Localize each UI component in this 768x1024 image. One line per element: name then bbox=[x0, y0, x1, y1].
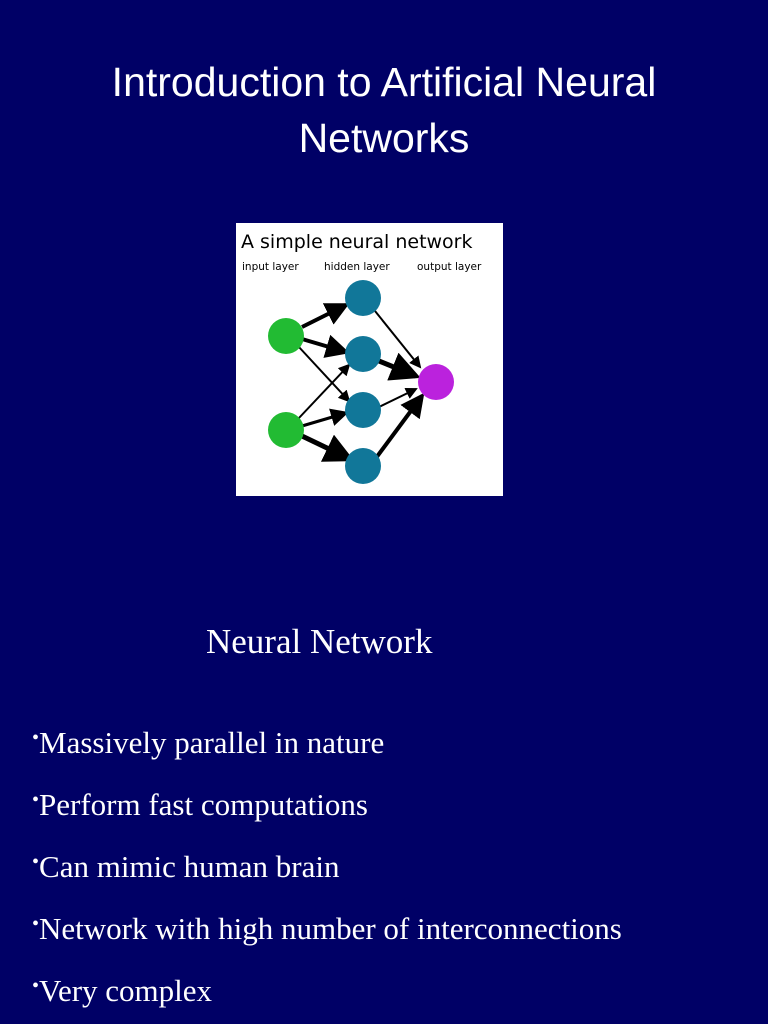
edge-h1-o bbox=[374, 310, 422, 369]
hidden-layer-label: hidden layer bbox=[324, 261, 390, 273]
output-layer-label: output layer bbox=[417, 261, 482, 273]
slide-title-line-1: Introduction to Artificial Neural bbox=[111, 59, 657, 105]
output-node bbox=[418, 364, 454, 400]
edge-i2-h4 bbox=[300, 433, 355, 462]
neural-network-diagram: A simple neural network input layer hidd… bbox=[236, 223, 503, 496]
edge-i1-h1 bbox=[301, 303, 350, 329]
bullet-item: •Can mimic human brain bbox=[32, 837, 622, 899]
bullet-text: Massively parallel in nature bbox=[39, 725, 385, 760]
diagram-title: A simple neural network bbox=[241, 231, 473, 253]
edge-h2-o bbox=[378, 352, 421, 381]
hidden-node-3 bbox=[345, 392, 381, 428]
edge-i2-h2 bbox=[297, 363, 351, 420]
neural-network-svg: A simple neural network input layer hidd… bbox=[241, 231, 482, 484]
hidden-node-4 bbox=[345, 448, 381, 484]
bullet-item: •Network with high number of interconnec… bbox=[32, 899, 622, 961]
edge-i2-h3 bbox=[301, 408, 349, 428]
input-node-2 bbox=[268, 412, 304, 448]
bullet-item: •Massively parallel in nature bbox=[32, 713, 622, 775]
slide-title-line-2: Networks bbox=[298, 115, 470, 161]
slide-title: Introduction to Artificial Neural Networ… bbox=[30, 54, 738, 166]
bullet-list: •Massively parallel in nature •Perform f… bbox=[32, 713, 622, 1023]
bullet-text: Can mimic human brain bbox=[39, 849, 340, 884]
input-node-1 bbox=[268, 318, 304, 354]
edge-i1-h3 bbox=[297, 345, 351, 403]
input-layer-label: input layer bbox=[242, 261, 299, 273]
edge-h3-o bbox=[378, 387, 418, 408]
bullet-item: •Perform fast computations bbox=[32, 775, 622, 837]
bullet-marker: • bbox=[32, 913, 40, 935]
bullet-marker: • bbox=[32, 975, 40, 997]
bullet-item: •Very complex bbox=[32, 961, 622, 1023]
slide-subtitle: Neural Network bbox=[206, 622, 433, 661]
hidden-node-2 bbox=[345, 336, 381, 372]
bullet-text: Perform fast computations bbox=[39, 787, 368, 822]
bullet-text: Network with high number of interconnect… bbox=[39, 911, 622, 946]
bullet-marker: • bbox=[32, 851, 40, 873]
bullet-marker: • bbox=[32, 789, 40, 811]
edge-h4-o bbox=[374, 392, 425, 460]
bullet-text: Very complex bbox=[39, 973, 213, 1008]
edge-i1-h2 bbox=[301, 334, 350, 358]
hidden-node-1 bbox=[345, 280, 381, 316]
bullet-marker: • bbox=[32, 727, 40, 749]
